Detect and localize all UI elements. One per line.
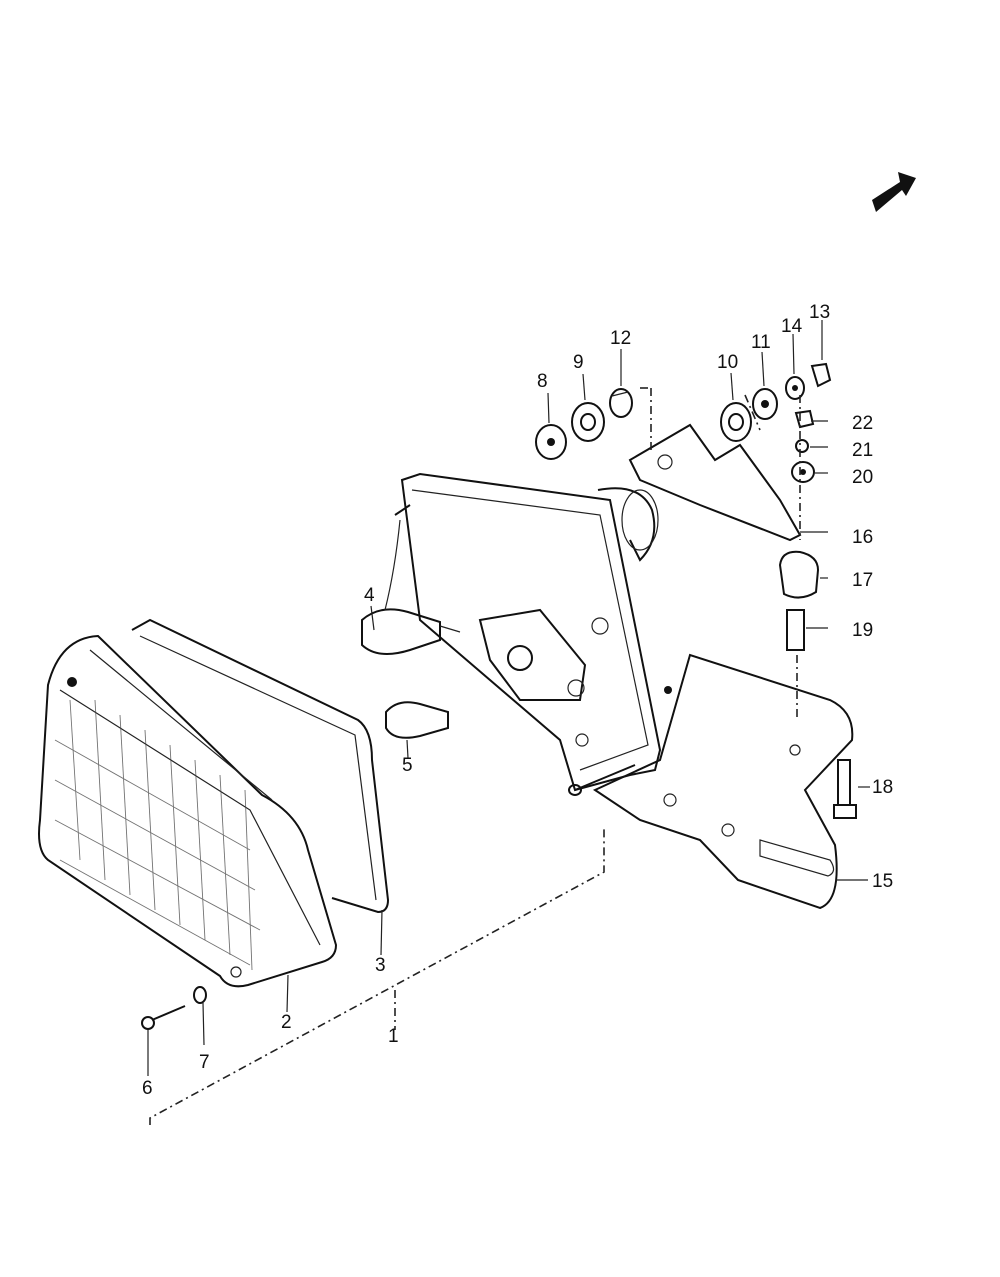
part-label-8: 8	[537, 371, 548, 392]
front-arrow-icon	[872, 172, 916, 212]
part-label-13: 13	[809, 302, 830, 323]
bulb-license-part	[385, 701, 449, 739]
part-label-11: 11	[751, 332, 771, 353]
part-label-9: 9	[573, 352, 584, 373]
part-label-17: 17	[852, 570, 873, 591]
part-label-3: 3	[375, 955, 386, 976]
washer-8	[535, 424, 567, 460]
part-label-1: 1	[388, 1026, 399, 1047]
part-label-14: 14	[781, 316, 803, 337]
bolt-18	[833, 759, 857, 819]
collar-12	[609, 388, 633, 418]
part-label-16: 16	[852, 527, 873, 548]
scan-noise	[0, 0, 60, 60]
gasket-part	[131, 618, 390, 914]
part-label-7: 7	[199, 1052, 210, 1073]
part-label-15: 15	[872, 871, 893, 892]
collar-19	[786, 609, 805, 651]
lens-part	[38, 634, 338, 988]
cushion-17	[778, 550, 820, 599]
upper-bracket-part	[628, 423, 802, 542]
washer-11	[752, 388, 778, 420]
part-label-4: 4	[364, 585, 375, 606]
part-labels: 1 2 3 4 5 6 7 8 9 10 11 12 13 14 15 16 1…	[142, 302, 893, 1099]
screw-6	[141, 1005, 186, 1030]
part-label-21: 21	[852, 440, 873, 461]
part-label-5: 5	[402, 755, 413, 776]
grommet-9	[571, 402, 605, 442]
nut-22	[794, 409, 815, 429]
nut-13	[810, 362, 832, 388]
cushion-20	[791, 461, 815, 483]
part-label-18: 18	[872, 777, 893, 798]
part-label-22: 22	[852, 413, 873, 434]
bracket-part	[592, 653, 854, 910]
bulb-tail-part	[361, 519, 461, 655]
leader-lines	[147, 320, 870, 1125]
part-label-20: 20	[852, 467, 873, 488]
part-label-6: 6	[142, 1078, 153, 1099]
part-label-12: 12	[610, 328, 631, 349]
part-label-2: 2	[281, 1012, 292, 1033]
washer-7	[193, 986, 207, 1004]
grommet-10	[720, 402, 752, 442]
part-label-10: 10	[717, 352, 738, 373]
part-label-19: 19	[852, 620, 873, 641]
washer-14	[785, 376, 805, 400]
washer-21	[795, 439, 809, 453]
housing-part	[394, 472, 662, 796]
